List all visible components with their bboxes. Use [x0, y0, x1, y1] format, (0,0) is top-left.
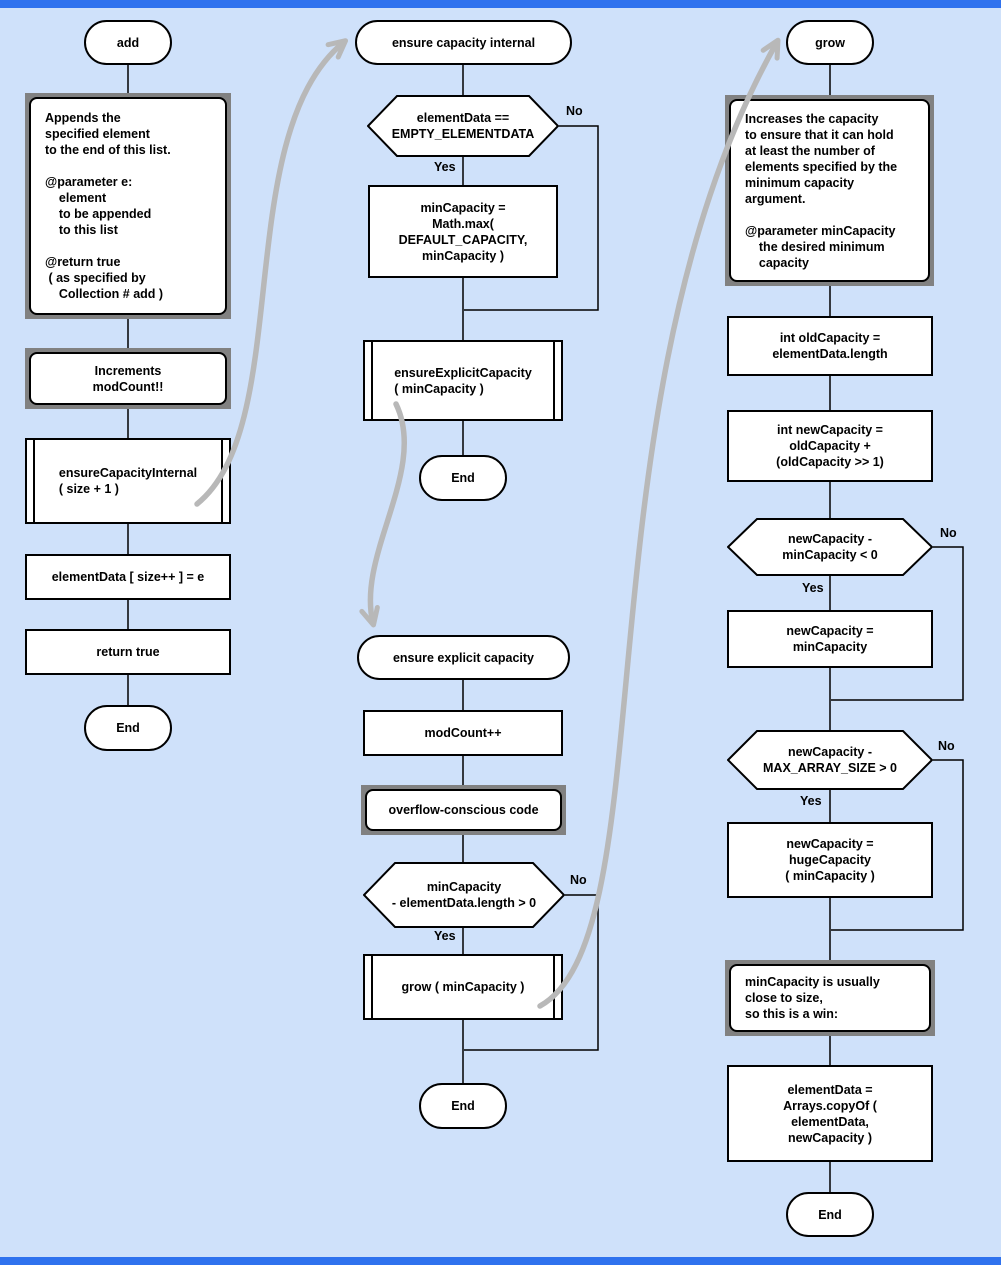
terminator-eec-start: ensure explicit capacity	[357, 635, 570, 680]
call-ensure-capacity-internal-label: ensureCapacityInternal ( size + 1 )	[58, 466, 198, 496]
comment-increments-modcount-text: Increments modCount!!	[92, 363, 164, 394]
process-modcount-increment: modCount++	[363, 710, 563, 756]
terminator-eec-end-label: End	[451, 1099, 475, 1113]
process-return-true-label: return true	[96, 645, 160, 659]
terminator-add-end: End	[84, 705, 172, 751]
yes-label: Yes	[800, 794, 822, 808]
comment-grow-doc: Increases the capacity to ensure that it…	[725, 95, 934, 286]
process-set-mincapacity: newCapacity = minCapacity	[727, 610, 933, 668]
terminator-grow-end-label: End	[818, 1207, 842, 1222]
terminator-eci-end: End	[419, 455, 507, 501]
process-huge-capacity: newCapacity = hugeCapacity ( minCapacity…	[727, 822, 933, 898]
comment-win: minCapacity is usually close to size, so…	[725, 960, 935, 1036]
decision-empty-elementdata-label: elementData == EMPTY_ELEMENTDATA	[391, 111, 535, 141]
process-mincapacity-max-label: minCapacity = Math.max( DEFAULT_CAPACITY…	[398, 200, 528, 263]
decision-newcapacity-mincapacity: newCapacity - minCapacity < 0	[727, 518, 933, 576]
comment-win-text: minCapacity is usually close to size, so…	[745, 975, 880, 1021]
no-label: No	[938, 739, 955, 753]
comment-win-inner: minCapacity is usually close to size, so…	[729, 964, 931, 1032]
yes-label: Yes	[434, 929, 456, 943]
terminator-add-start: add	[84, 20, 172, 65]
call-ensure-capacity-internal: ensureCapacityInternal ( size + 1 )	[25, 438, 231, 524]
process-set-mincapacity-label: newCapacity = minCapacity	[786, 624, 874, 654]
no-label: No	[570, 873, 587, 887]
process-assign-element: elementData [ size++ ] = e	[25, 554, 231, 600]
process-new-capacity-label: int newCapacity = oldCapacity + (oldCapa…	[776, 423, 884, 469]
comment-grow-doc-text: Increases the capacity to ensure that it…	[745, 111, 898, 270]
comment-overflow-conscious: overflow-conscious code	[361, 785, 566, 835]
decision-max-array-size-label: newCapacity - MAX_ARRAY_SIZE > 0	[763, 745, 897, 775]
terminator-eci-start-label: ensure capacity internal	[391, 35, 536, 50]
call-grow: grow ( minCapacity )	[363, 954, 563, 1020]
process-huge-capacity-label: newCapacity = hugeCapacity ( minCapacity…	[785, 837, 875, 883]
comment-add-doc-inner: Appends the specified element to the end…	[29, 97, 227, 315]
comment-increments-modcount-inner: Increments modCount!!	[29, 352, 227, 405]
terminator-add-end-label: End	[116, 721, 140, 735]
terminator-add-start-label: add	[116, 35, 140, 50]
terminator-eci-start: ensure capacity internal	[355, 20, 572, 65]
comment-increments-modcount: Increments modCount!!	[25, 348, 231, 409]
process-return-true: return true	[25, 629, 231, 675]
call-ensure-explicit-capacity: ensureExplicitCapacity ( minCapacity )	[363, 340, 563, 421]
comment-grow-doc-inner: Increases the capacity to ensure that it…	[729, 99, 930, 282]
terminator-eec-end: End	[419, 1083, 507, 1129]
decision-empty-elementdata: elementData == EMPTY_ELEMENTDATA	[367, 95, 559, 157]
terminator-grow-start-label: grow	[815, 35, 845, 50]
process-new-capacity: int newCapacity = oldCapacity + (oldCapa…	[727, 410, 933, 482]
yes-label: Yes	[434, 160, 456, 174]
process-mincapacity-max: minCapacity = Math.max( DEFAULT_CAPACITY…	[368, 185, 558, 278]
decision-newcapacity-mincapacity-label: newCapacity - minCapacity < 0	[782, 532, 878, 562]
no-label: No	[566, 104, 583, 118]
comment-add-doc: Appends the specified element to the end…	[25, 93, 231, 319]
terminator-grow-start: grow	[786, 20, 874, 65]
process-modcount-increment-label: modCount++	[424, 726, 502, 740]
call-ensure-explicit-capacity-label: ensureExplicitCapacity ( minCapacity )	[394, 365, 532, 396]
decision-growth-needed-label: minCapacity - elementData.length > 0	[391, 880, 537, 910]
decision-max-array-size: newCapacity - MAX_ARRAY_SIZE > 0	[727, 730, 933, 790]
top-edge-strip	[0, 0, 1001, 8]
no-label: No	[940, 526, 957, 540]
comment-add-doc-text: Appends the specified element to the end…	[45, 111, 171, 301]
call-grow-label: grow ( minCapacity )	[401, 980, 525, 994]
terminator-eci-end-label: End	[451, 471, 475, 485]
comment-overflow-conscious-inner: overflow-conscious code	[365, 789, 562, 831]
bottom-edge-strip	[0, 1257, 1001, 1265]
process-arrays-copyof-label: elementData = Arrays.copyOf ( elementDat…	[783, 1082, 877, 1145]
process-assign-element-label: elementData [ size++ ] = e	[51, 570, 205, 584]
decision-growth-needed: minCapacity - elementData.length > 0	[363, 862, 565, 928]
terminator-grow-end: End	[786, 1192, 874, 1237]
process-arrays-copyof: elementData = Arrays.copyOf ( elementDat…	[727, 1065, 933, 1162]
process-old-capacity: int oldCapacity = elementData.length	[727, 316, 933, 376]
terminator-eec-start-label: ensure explicit capacity	[392, 650, 535, 665]
comment-overflow-conscious-text: overflow-conscious code	[388, 803, 539, 817]
yes-label: Yes	[802, 581, 824, 595]
process-old-capacity-label: int oldCapacity = elementData.length	[772, 331, 888, 361]
